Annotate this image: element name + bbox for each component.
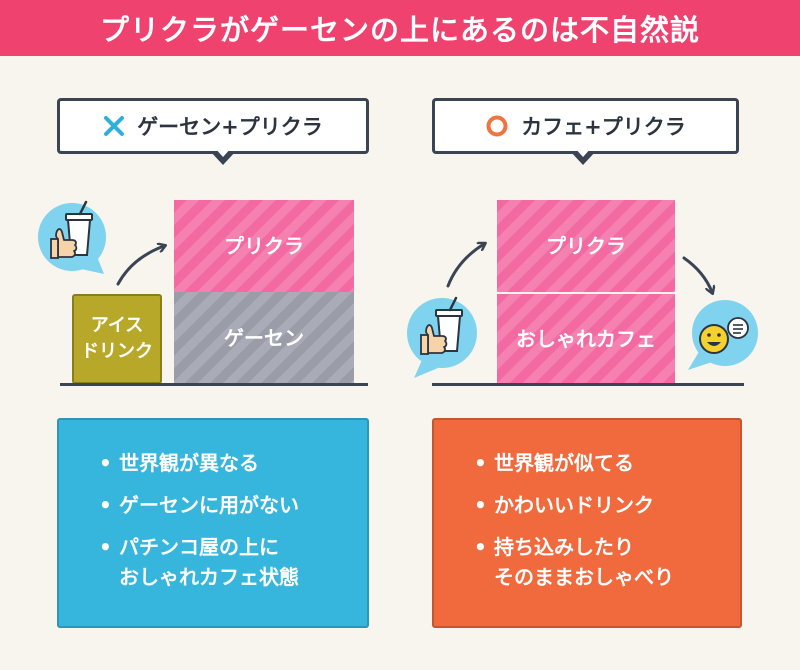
left-speech-bubble: ゲーセン+プリクラ — [57, 98, 369, 165]
right-lower-block-cafe: おしゃれカフェ — [497, 294, 675, 384]
cross-mark-icon — [104, 116, 125, 136]
left-arrow-icon — [116, 246, 164, 286]
right-ground-line — [432, 383, 744, 386]
thumbs-up-icon — [420, 324, 448, 355]
left-point-item: 世界観が異なる — [99, 448, 367, 478]
left-points-list: 世界観が異なる ゲーセンに用がない パチンコ屋の上に おしゃれカフェ状態 — [99, 448, 367, 592]
left-point-item: パチンコ屋の上に おしゃれカフェ状態 — [99, 532, 367, 592]
page-title: プリクラがゲーセンの上にあるのは不自然説 — [99, 13, 700, 47]
left-lower-block-label: ゲーセン — [224, 325, 304, 350]
thumbs-up-icon — [50, 228, 78, 259]
right-points-list: 世界観が似てる かわいいドリンク 持ち込みしたり そのままおしゃべり — [474, 448, 740, 592]
left-drink-bubble — [38, 200, 106, 274]
right-point-item: 持ち込みしたり そのままおしゃべり — [474, 532, 740, 592]
right-bubble-text: カフェ+プリクラ — [521, 115, 686, 139]
right-upper-block-label: プリクラ — [546, 233, 626, 258]
left-point-item: ゲーセンに用がない — [99, 490, 367, 520]
right-bubble-tail — [570, 147, 596, 165]
right-points-panel: 世界観が似てる かわいいドリンク 持ち込みしたり そのままおしゃべり — [432, 418, 742, 628]
right-point-item: 世界観が似てる — [474, 448, 740, 478]
left-upper-block-purikura: プリクラ — [174, 200, 354, 292]
smiley-icon — [699, 324, 729, 354]
left-bubble-tail — [210, 147, 236, 165]
left-side-block-label-line1: アイス — [90, 314, 144, 336]
left-points-panel: 世界観が異なる ゲーセンに用がない パチンコ屋の上に おしゃれカフェ状態 — [57, 418, 369, 628]
left-side-block-label-line2: ドリンク — [81, 341, 153, 362]
right-upper-block-purikura: プリクラ — [497, 200, 675, 292]
left-ground-line — [60, 383, 368, 386]
right-drink-bubble — [407, 296, 477, 378]
right-smiley-bubble — [688, 300, 758, 370]
left-side-block-icedrink: アイス ドリンク — [72, 294, 162, 384]
right-speech-bubble: カフェ+プリクラ — [432, 98, 739, 165]
circle-mark-icon — [486, 115, 508, 137]
right-up-arrow-icon — [446, 244, 484, 288]
right-down-arrow-icon — [682, 256, 712, 292]
left-bubble-text: ゲーセン+プリクラ — [137, 115, 323, 139]
right-point-item: かわいいドリンク — [474, 490, 740, 520]
header-banner: プリクラがゲーセンの上にあるのは不自然説 — [0, 0, 800, 56]
left-lower-block-gamecenter: ゲーセン — [174, 292, 354, 384]
left-upper-block-label: プリクラ — [224, 233, 304, 258]
right-lower-block-label: おしゃれカフェ — [516, 326, 656, 351]
chat-icon — [727, 317, 749, 339]
